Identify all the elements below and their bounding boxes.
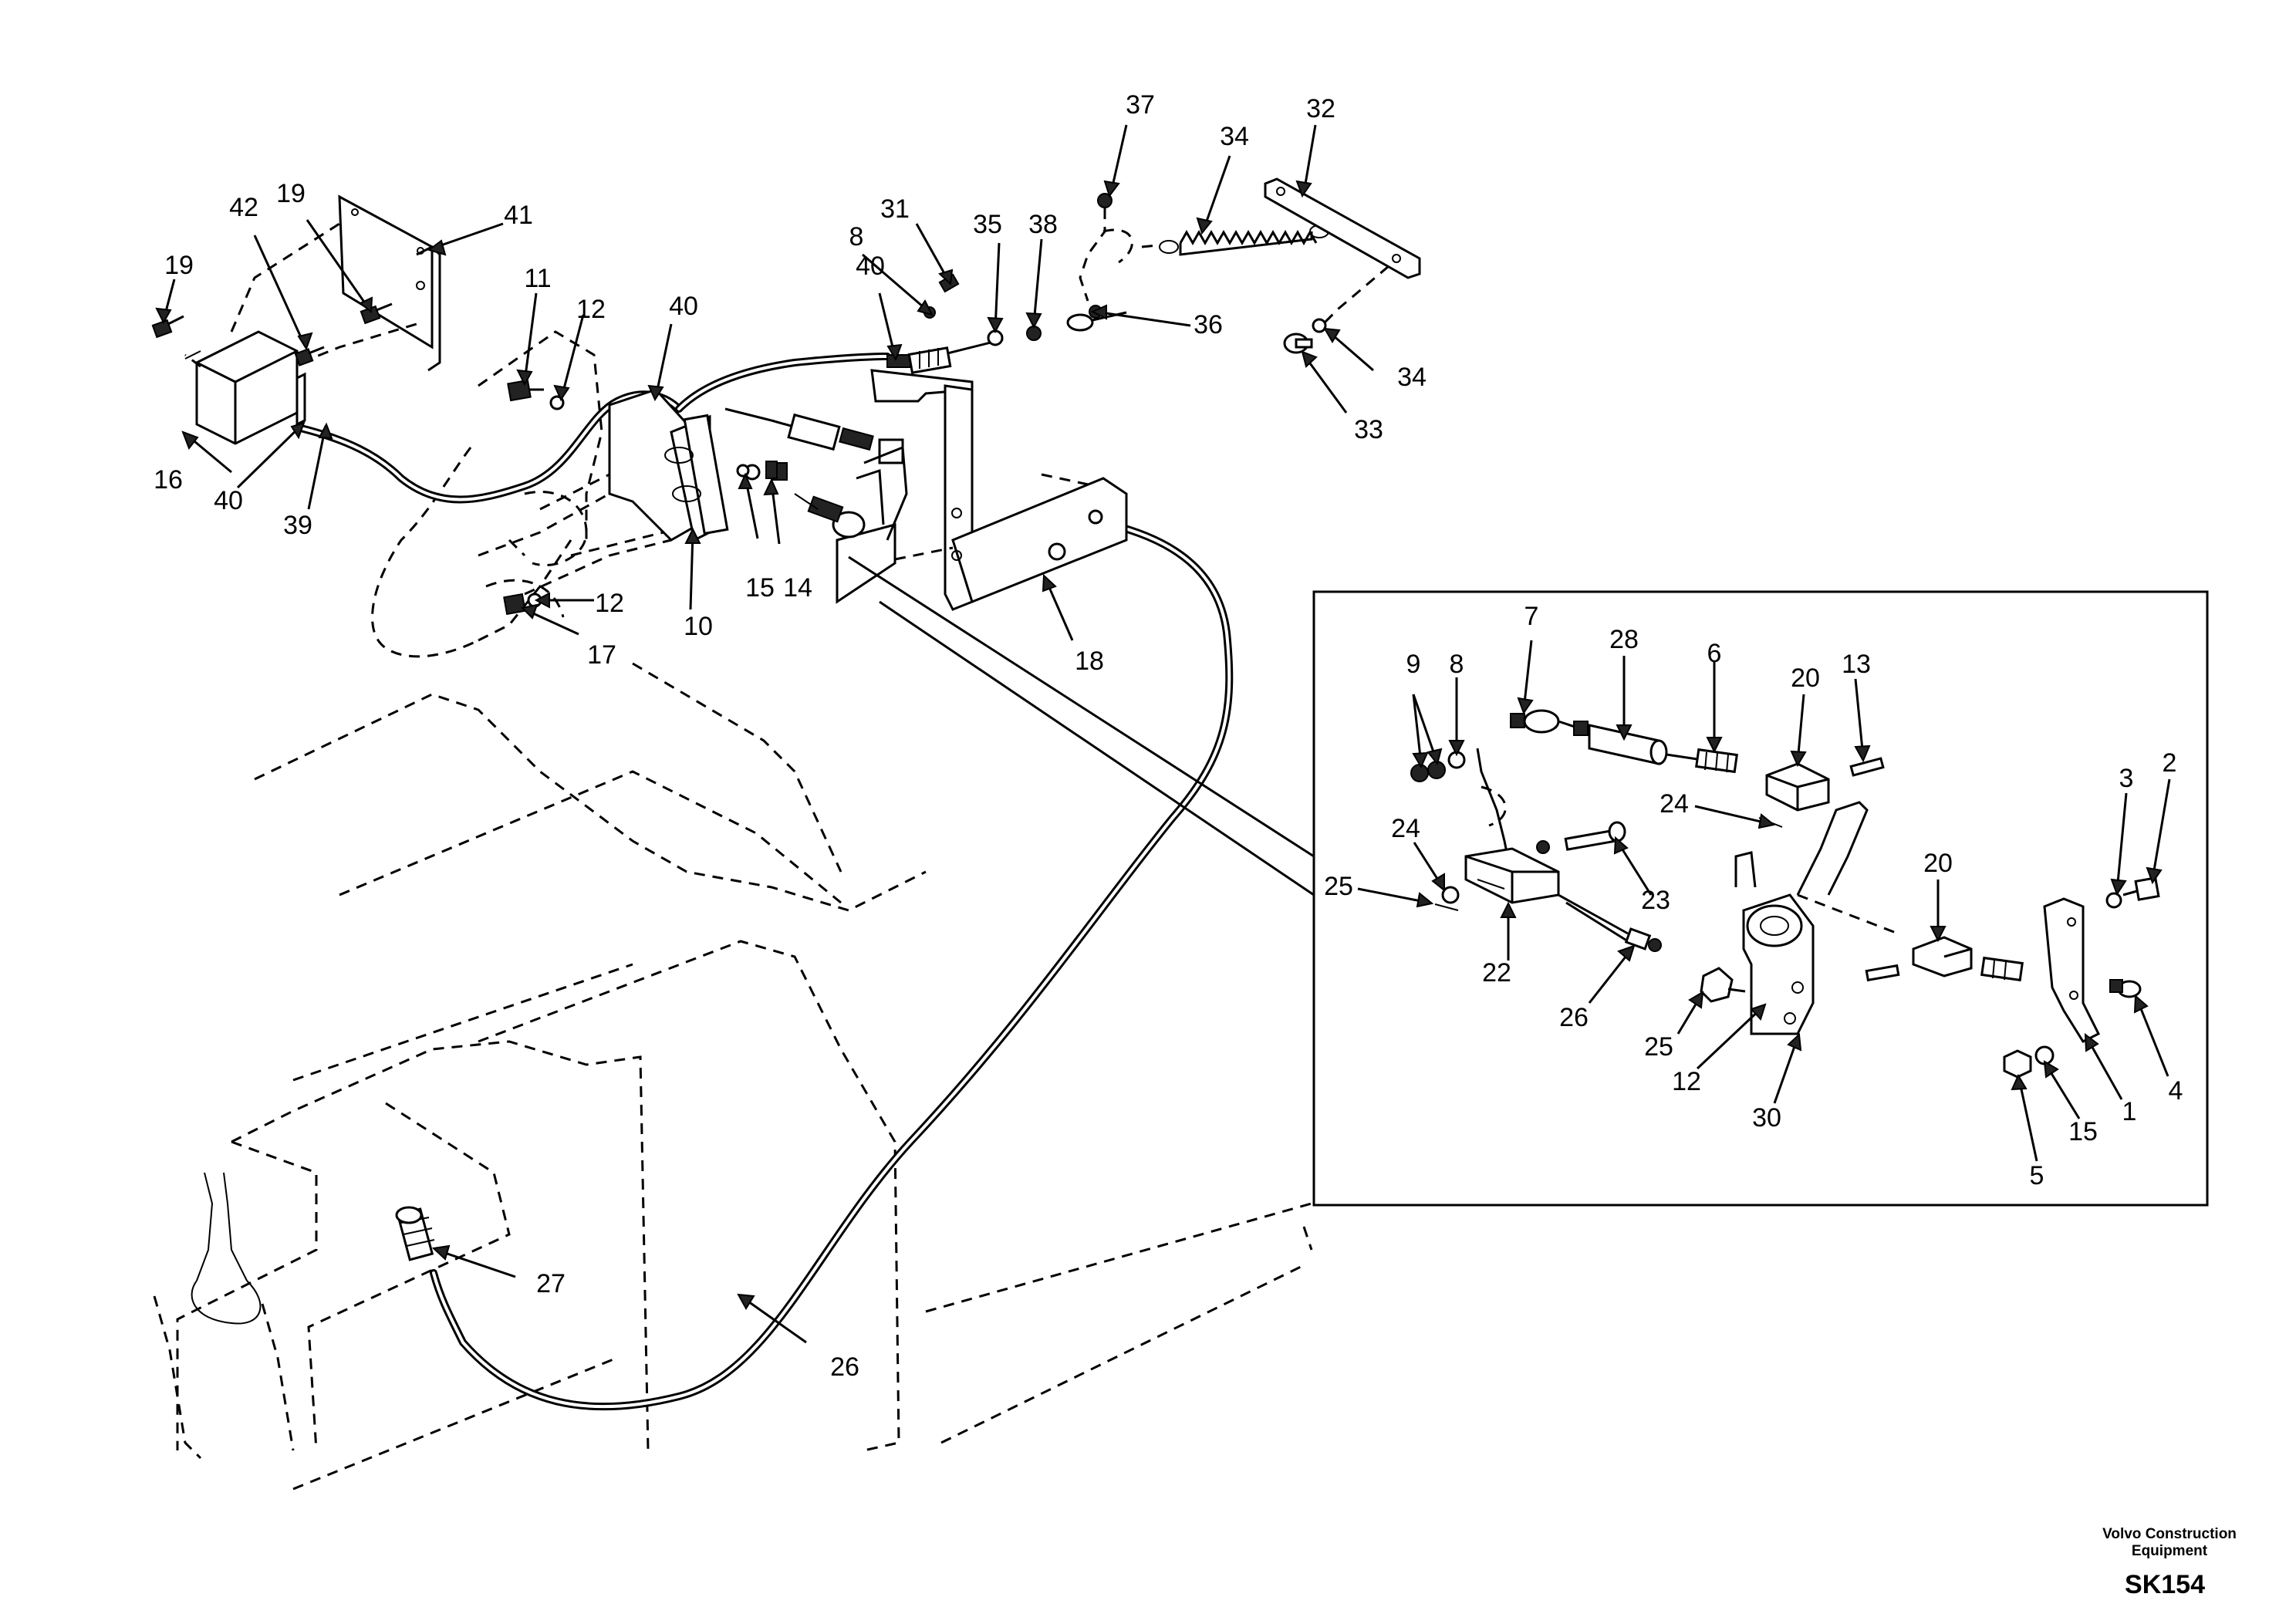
callout-8-detail: 8: [1450, 650, 1464, 679]
callout-25: 25: [1644, 1032, 1673, 1062]
callout-12-detail: 12: [1672, 1067, 1701, 1096]
callout-24-left: 25: [1324, 872, 1353, 901]
cable-26: [430, 521, 1234, 1411]
callout-1: 1: [2122, 1097, 2137, 1126]
fasteners-main: [503, 379, 778, 616]
callout-40-left: 40: [214, 486, 243, 515]
leader-lines-main: [162, 124, 1374, 1344]
callout-19-top: 19: [276, 179, 306, 208]
callout-28: 28: [1609, 625, 1639, 654]
callout-4: 4: [2169, 1076, 2183, 1106]
detail-contents: [1410, 709, 2160, 1079]
bracket-main: [794, 445, 908, 604]
callout-37: 37: [1126, 90, 1155, 120]
callout-22: 23: [1641, 886, 1670, 915]
shift-lever: [153, 1172, 295, 1460]
callout-29: 31: [880, 194, 910, 224]
leader-lines-detail: [1357, 640, 2171, 1162]
spring-35: [1141, 225, 1329, 256]
callout-41: 41: [504, 201, 533, 230]
machine-outline: [176, 330, 1313, 1491]
callout-34: 34: [1397, 363, 1427, 392]
callout-33: 33: [1354, 415, 1383, 444]
solenoid-16: [184, 330, 306, 445]
callout-9: 9: [1406, 650, 1421, 679]
callout-6: 6: [1707, 639, 1722, 668]
bracket-18: [870, 369, 1128, 611]
callout-27: 27: [536, 1269, 566, 1298]
callout-10: 10: [684, 612, 713, 641]
callout-14: 14: [783, 573, 812, 603]
callout-3: 3: [2119, 764, 2134, 793]
callout-7: 7: [1524, 602, 1539, 631]
linkage-bracket-10: [478, 388, 729, 596]
callout-8-main: 8: [849, 222, 864, 252]
callout-39: 39: [283, 511, 312, 540]
callout-23: 24: [1391, 814, 1420, 843]
brand-line-2: Equipment: [2132, 1543, 2208, 1559]
callout-40-mid: 40: [669, 292, 698, 321]
callout-15-main: 15: [745, 573, 775, 603]
callout-13: 13: [1842, 650, 1871, 679]
callout-24-top: 24: [1660, 789, 1689, 819]
callout-42: 42: [229, 193, 258, 222]
mounting-plate-41: [184, 194, 441, 372]
callout-labels: 19 42 19 41 11 12 40 16 40 39 15 14 10 1…: [154, 90, 2183, 1382]
callout-19-left: 19: [164, 251, 194, 280]
callout-2: 2: [2163, 748, 2177, 778]
callout-16: 16: [154, 465, 183, 495]
callout-31: 35: [973, 210, 1002, 239]
detail-frame: [848, 555, 2209, 1207]
plate-32: [1264, 177, 1421, 326]
actuator-main: [724, 407, 904, 481]
callout-35: 34: [1220, 122, 1249, 151]
bolt-33-washer-34: [1283, 318, 1327, 354]
callout-21: 22: [1482, 958, 1511, 988]
callout-26-detail: 26: [1559, 1003, 1589, 1032]
callout-17: 17: [587, 640, 616, 670]
callout-38: 38: [1028, 210, 1058, 239]
callout-32: 32: [1306, 94, 1335, 123]
callout-12-mid: 12: [595, 589, 624, 618]
callout-11: 11: [524, 264, 551, 293]
callout-18: 18: [1075, 647, 1104, 676]
arrowheads-main: [155, 180, 1341, 1310]
cable-39: [297, 353, 891, 504]
cable-end-27: [395, 1206, 435, 1261]
callout-40-top: 40: [856, 252, 885, 281]
brand-line-1: Volvo Construction: [2102, 1526, 2237, 1542]
screws-19-42: [151, 302, 393, 366]
callout-15-detail: 15: [2068, 1117, 2098, 1146]
footer: Volvo Construction Equipment SK154: [2102, 1526, 2237, 1599]
sheet-code: SK154: [2125, 1570, 2205, 1599]
arrowheads-detail: [1412, 697, 2163, 1091]
callout-5: 5: [2030, 1161, 2044, 1190]
callout-12-top: 12: [576, 295, 606, 324]
callout-30: 30: [1752, 1103, 1781, 1133]
rod-end-assembly: [886, 193, 1133, 374]
callout-20-detail: 20: [1923, 849, 1953, 878]
callout-20-top: 20: [1791, 663, 1820, 693]
callout-26-main: 26: [830, 1352, 859, 1382]
callout-36: 36: [1194, 310, 1223, 339]
